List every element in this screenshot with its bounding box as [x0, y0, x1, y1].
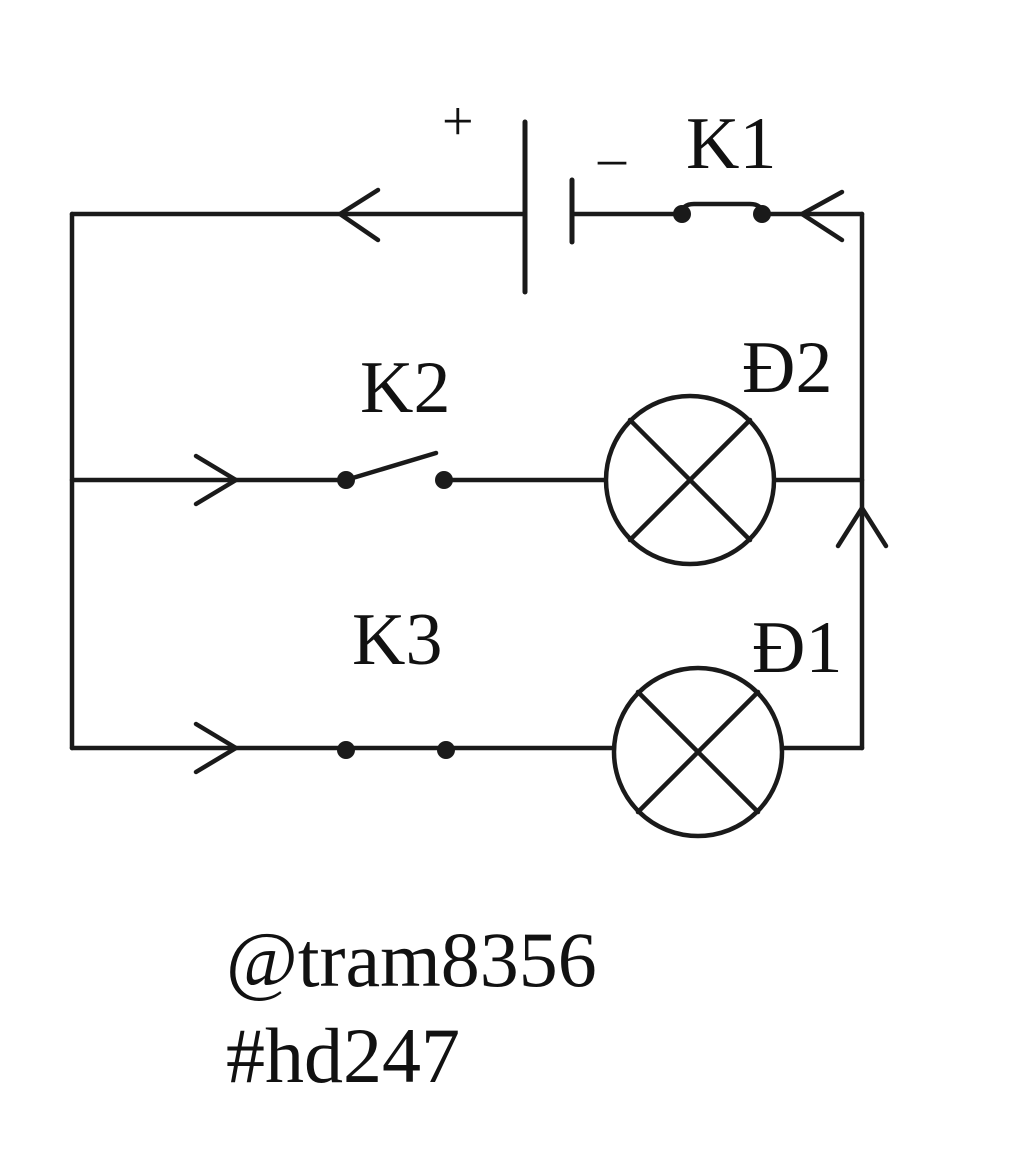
switch-k2-label: K2: [360, 347, 450, 429]
switch-k2-terminal-left: [337, 471, 355, 489]
switch-k2-blade: [343, 450, 439, 483]
switch-k1-contact: [679, 201, 765, 217]
switch-k1: K1: [673, 103, 776, 223]
switch-k2: K2: [337, 347, 453, 489]
switch-k3-label: K3: [352, 599, 442, 681]
arrow-left-icon: [337, 187, 381, 243]
lamp-d1: Đ1: [611, 607, 842, 839]
switch-k1-terminal-right: [753, 205, 771, 223]
lamp-d2-cross-b: [627, 417, 753, 543]
battery-plus-label: +: [442, 91, 474, 153]
lamp-d2-label: Đ2: [742, 327, 832, 409]
battery: + –: [442, 91, 627, 295]
current-arrows: [193, 187, 889, 775]
switch-k3-terminal-left: [337, 741, 355, 759]
circuit-wires: [69, 211, 865, 751]
lamp-d1-cross-b: [635, 689, 761, 815]
author-handle: @tram8356: [226, 916, 597, 1003]
switch-k2-terminal-right: [435, 471, 453, 489]
switch-k3-terminal-right: [437, 741, 455, 759]
lamp-d2: Đ2: [603, 327, 832, 567]
arrow-up-icon: [835, 505, 889, 549]
arrow-right-icon: [193, 453, 239, 507]
arrow-left-icon: [799, 189, 845, 243]
switch-k1-terminal-left: [673, 205, 691, 223]
credits: @tram8356 #hd247: [226, 916, 597, 1099]
battery-minus-label: –: [597, 127, 627, 189]
arrow-right-icon: [193, 721, 239, 775]
switch-k1-label: K1: [686, 103, 776, 185]
switch-k3: K3: [337, 599, 455, 759]
lamp-d1-label: Đ1: [752, 607, 842, 689]
hashtag: #hd247: [226, 1012, 460, 1099]
